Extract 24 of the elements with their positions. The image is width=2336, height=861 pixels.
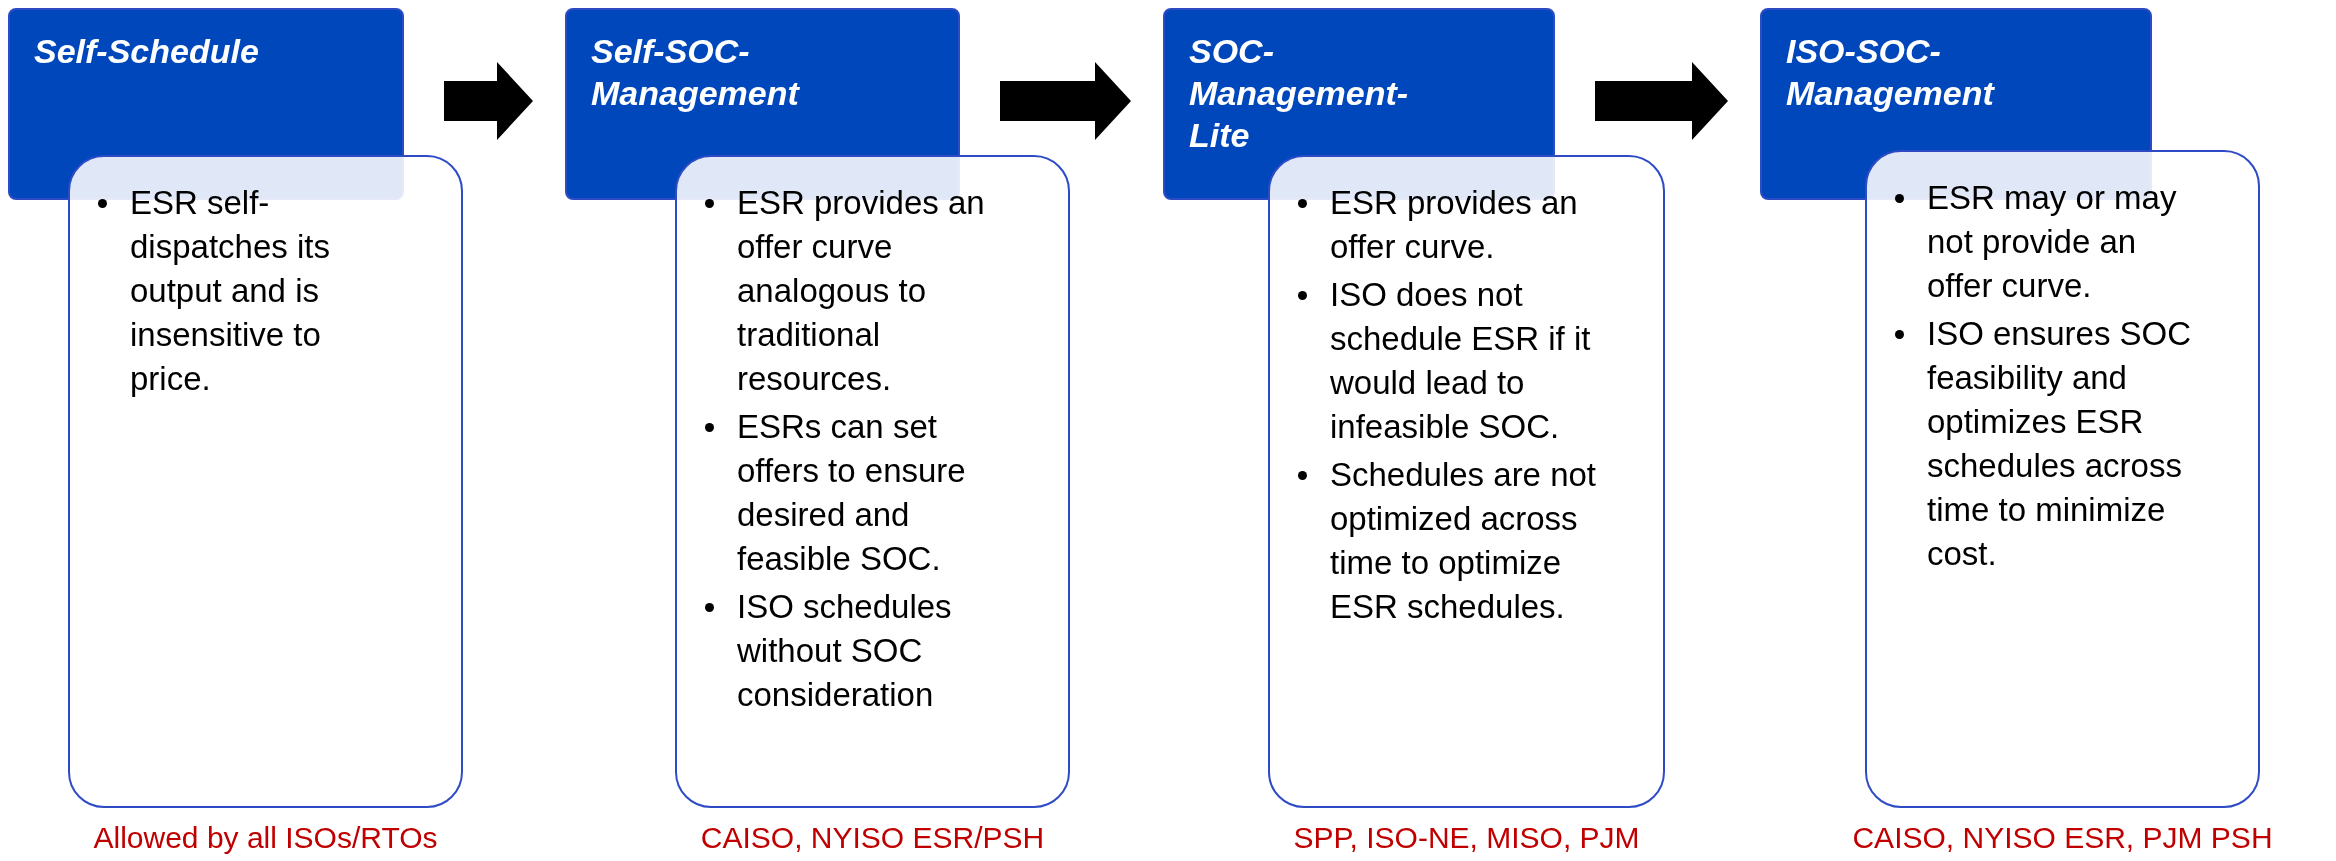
bullet-text: ESR may or may not provide an offer curve. — [1927, 179, 2177, 304]
bullet-text: ISO schedules without SOC consideration — [737, 588, 952, 713]
description-box — [675, 155, 1070, 808]
stage-title: ISO-SOC-Management — [1786, 31, 1996, 114]
block-arrow — [1595, 62, 1728, 140]
description-box — [68, 155, 463, 808]
iso-caption: SPP, ISO-NE, MISO, PJM — [1292, 820, 1641, 856]
block-arrow — [444, 62, 533, 140]
stage-title: Self-SOC-Management — [591, 31, 801, 114]
stage-title: Self-Schedule — [34, 31, 260, 72]
block-arrow — [1000, 62, 1131, 140]
bullet-text: Schedules are not optimized across time to optimize ESR schedules. — [1330, 456, 1596, 625]
description-box — [1268, 155, 1665, 808]
bullet-text: ISO does not schedule ESR if it would lead to infeasible SOC. — [1330, 276, 1591, 445]
bullet-text: ESR self-dispatches its output and is insensitive to price. — [130, 184, 330, 397]
bullet-text: ESR provides an offer curve analogous to traditional resources. — [737, 184, 985, 397]
iso-caption: CAISO, NYISO ESR, PJM PSH — [1851, 820, 2274, 856]
bullet-text: ESRs can set offers to ensure desired and feasible SOC. — [737, 408, 966, 577]
iso-caption: CAISO, NYISO ESR/PSH — [699, 820, 1046, 856]
stage-title: SOC-Management-Lite — [1189, 31, 1410, 156]
iso-caption: Allowed by all ISOs/RTOs — [92, 820, 439, 856]
description-box — [1865, 150, 2260, 808]
bullet-text: ESR provides an offer curve. — [1330, 184, 1578, 265]
bullet-text: ISO ensures SOC feasibility and optimizes ESR schedules across time to minimize cost. — [1927, 315, 2192, 572]
